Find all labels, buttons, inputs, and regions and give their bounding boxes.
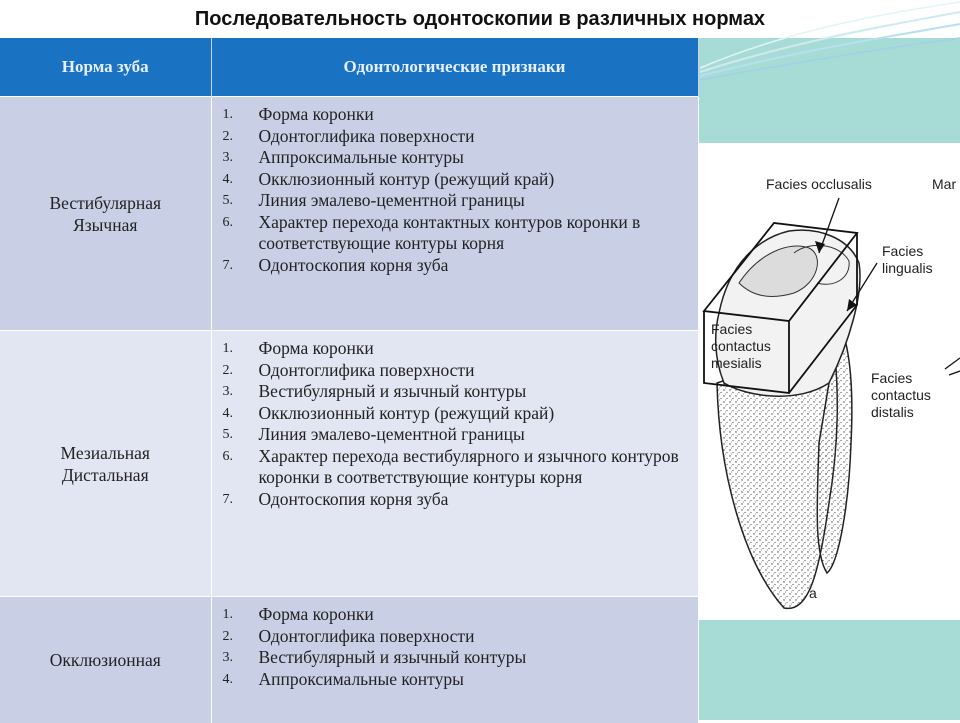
- signs-list: Форма коронки Одонтоглифика поверхности …: [213, 98, 697, 276]
- odontoscopy-table: Норма зуба Одонтологические признаки Вес…: [0, 38, 699, 723]
- background-swoosh: [699, 1, 960, 81]
- list-item: Форма коронки: [223, 104, 374, 125]
- norm-cell: Вестибулярная Язычная: [0, 96, 212, 331]
- norm-cell: Мезиальная Дистальная: [0, 330, 212, 597]
- signs-cell: Форма коронки Одонтоглифика поверхности …: [211, 330, 699, 597]
- signs-list: Форма коронки Одонтоглифика поверхности …: [213, 598, 697, 690]
- table-row: Окклюзионная Форма коронки Одонтоглифика…: [0, 596, 699, 723]
- norm-cell: Окклюзионная: [0, 596, 212, 723]
- label-facies-occlusalis: Facies occlusalis: [766, 176, 872, 192]
- signs-cell: Форма коронки Одонтоглифика поверхности …: [211, 96, 699, 331]
- list-item: Характер перехода вестибулярного и язычн…: [223, 445, 679, 488]
- list-item: Форма коронки: [223, 338, 374, 359]
- norm-label: Окклюзионная: [49, 649, 161, 670]
- list-item: Форма коронки: [223, 604, 374, 625]
- label-facies-contactus-mesialis: Facies contactus mesialis: [711, 321, 771, 371]
- list-item: Характер перехода контактных контуров ко…: [223, 211, 641, 254]
- list-item: Одонтоглифика поверхности: [223, 625, 475, 647]
- norm-label: Вестибулярная: [49, 192, 162, 213]
- title-bar: Последовательность одонтоскопии в различ…: [0, 0, 960, 38]
- list-item: Линия эмалево-цементной границы: [223, 424, 525, 445]
- list-item: Аппроксимальные контуры: [223, 147, 464, 168]
- norm-label: Мезиальная: [60, 442, 150, 463]
- list-item: Аппроксимальные контуры: [223, 668, 464, 690]
- column-header-norm: Норма зуба: [0, 38, 212, 97]
- list-item: Окклюзионный контур (режущий край): [223, 168, 555, 190]
- page-title: Последовательность одонтоскопии в различ…: [194, 8, 766, 30]
- list-item: Одонтоскопия корня зуба: [223, 488, 449, 510]
- list-item: Вестибулярный и язычный контуры: [223, 381, 527, 402]
- list-item: Вестибулярный и язычный контуры: [223, 647, 527, 668]
- list-item: Одонтоглифика поверхности: [223, 125, 475, 147]
- label-facies-lingualis: Facies lingualis: [882, 243, 933, 276]
- list-item: Одонтоглифика поверхности: [223, 359, 475, 381]
- label-mar: Mar: [932, 176, 957, 192]
- tooth-drawing: [702, 197, 960, 610]
- tooth-illustration: Facies occlusalis Mar Facies lingualis F…: [699, 143, 960, 620]
- table-row: Мезиальная Дистальная Форма коронки Одон…: [0, 330, 699, 597]
- label-panel-a: a: [809, 585, 817, 601]
- signs-list: Форма коронки Одонтоглифика поверхности …: [213, 332, 697, 510]
- list-item: Линия эмалево-цементной границы: [223, 190, 525, 211]
- list-item: Окклюзионный контур (режущий край): [223, 402, 555, 424]
- column-header-signs: Одонтологические признаки: [211, 38, 699, 97]
- table-header-row: Норма зуба Одонтологические признаки: [0, 38, 699, 97]
- table-row: Вестибулярная Язычная Форма коронки Одон…: [0, 96, 699, 331]
- list-item: Одонтоскопия корня зуба: [223, 254, 449, 276]
- norm-label: Язычная: [73, 214, 138, 235]
- label-facies-contactus-distalis: Facies contactus distalis: [871, 370, 931, 420]
- norm-label: Дистальная: [61, 464, 149, 485]
- signs-cell: Форма коронки Одонтоглифика поверхности …: [211, 596, 699, 723]
